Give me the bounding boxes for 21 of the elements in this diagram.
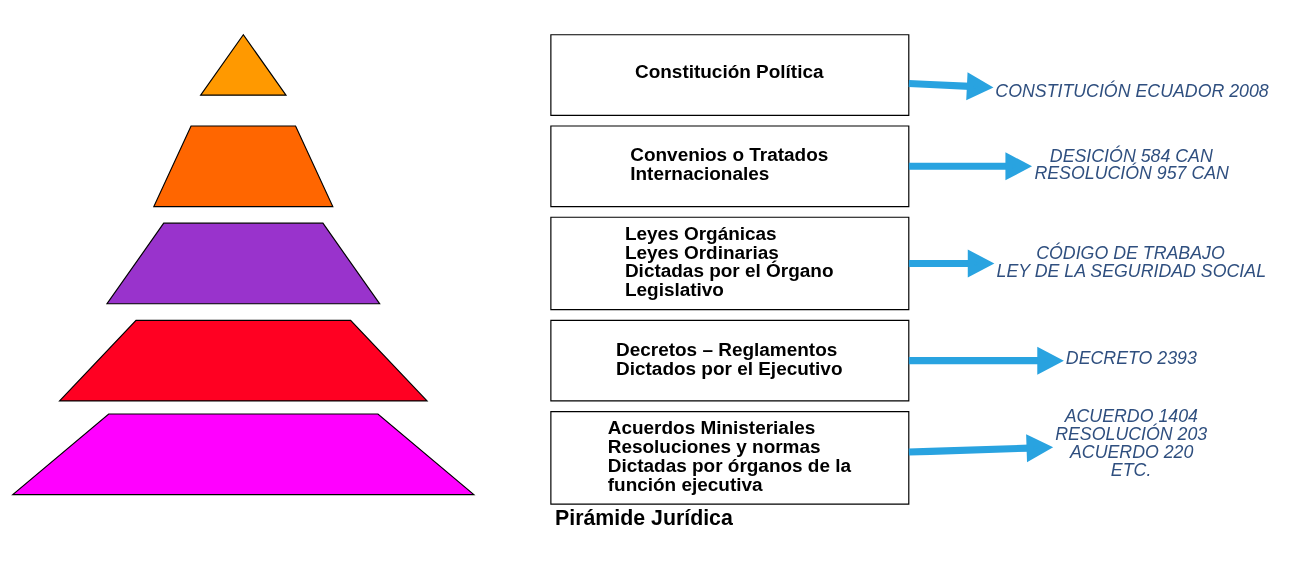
arrow: [908, 249, 995, 277]
node-box: Leyes Orgánicas Leyes Ordinarias Dictadas por el Órgano Legislativo: [550, 216, 910, 310]
node-text: DECRETO 2393: [1065, 347, 1197, 368]
arrow: [908, 71, 994, 100]
node-box: Constitución Política: [550, 33, 910, 116]
arrow: [908, 433, 1054, 462]
node-trapezoid: [58, 319, 429, 402]
node-box: Acuerdos Ministeriales Resoluciones y normas Dictadas por órganos de la función ejecutiva: [550, 410, 910, 505]
node-box: Convenios o Tratados Internacionales: [550, 124, 910, 207]
node-text: CÓDIGO DE TRABAJO LEY DE LA SEGURIDAD SOCIAL: [996, 242, 1267, 281]
node-triangle: [199, 33, 288, 96]
node-trapezoid: [152, 124, 334, 207]
arrow: [908, 346, 1064, 375]
node-box: Decretos – Reglamentos Dictados por el Ejecutivo: [550, 319, 910, 402]
node-text: ACUERDO 1404 RESOLUCIÓN 203 ACUERDO 220 ETC.: [1055, 405, 1208, 480]
node-trapezoid: [105, 222, 381, 304]
node-text: DESICIÓN 584 CAN RESOLUCIÓN 957 CAN: [1034, 145, 1229, 183]
arrow: [908, 151, 1033, 180]
caption: Pirámide Jurídica: [555, 505, 733, 530]
node-text: CONSTITUCIÓN ECUADOR 2008: [995, 80, 1269, 101]
node-trapezoid: [11, 412, 476, 495]
